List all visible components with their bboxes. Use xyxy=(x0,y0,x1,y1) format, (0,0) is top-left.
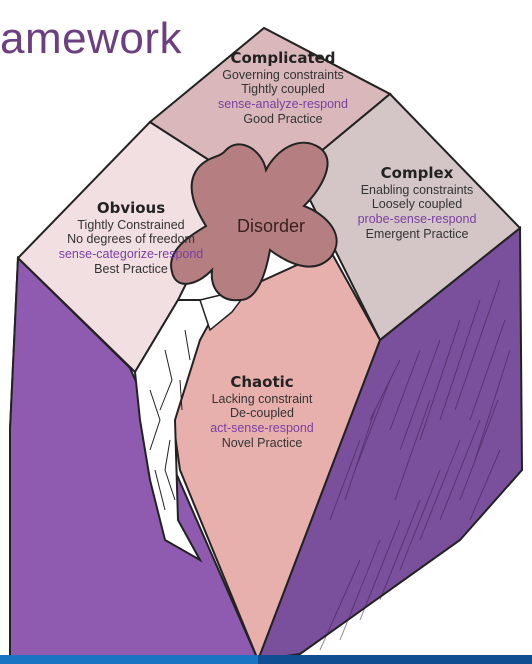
complex-practice: Emergent Practice xyxy=(352,227,482,242)
complex-line-2: Loosely coupled xyxy=(352,197,482,212)
complex-method: probe-sense-respond xyxy=(352,212,482,227)
obvious-line-1: Tightly Constrained xyxy=(56,218,206,233)
footer-bar-accent xyxy=(258,655,532,664)
obvious-method: sense-categorize-respond xyxy=(56,247,206,262)
chaotic-label: Chaotic Lacking constraint De-coupled ac… xyxy=(200,374,324,451)
complicated-method: sense-analyze-respond xyxy=(208,97,358,112)
complex-label: Complex Enabling constraints Loosely cou… xyxy=(352,165,482,242)
obvious-label: Obvious Tightly Constrained No degrees o… xyxy=(56,200,206,277)
obvious-heading: Obvious xyxy=(56,200,206,218)
complicated-line-1: Governing constraints xyxy=(208,68,358,83)
chaotic-practice: Novel Practice xyxy=(200,436,324,451)
complex-line-1: Enabling constraints xyxy=(352,183,482,198)
chaotic-method: act-sense-respond xyxy=(200,421,324,436)
obvious-practice: Best Practice xyxy=(56,262,206,277)
chaotic-line-1: Lacking constraint xyxy=(200,392,324,407)
complicated-heading: Complicated xyxy=(208,50,358,68)
disorder-label: Disorder xyxy=(226,216,316,237)
complex-heading: Complex xyxy=(352,165,482,183)
complicated-line-2: Tightly coupled xyxy=(208,82,358,97)
obvious-line-2: No degrees of freedom xyxy=(56,232,206,247)
complicated-label: Complicated Governing constraints Tightl… xyxy=(208,50,358,127)
complicated-practice: Good Practice xyxy=(208,112,358,127)
chaotic-line-2: De-coupled xyxy=(200,406,324,421)
chaotic-heading: Chaotic xyxy=(200,374,324,392)
